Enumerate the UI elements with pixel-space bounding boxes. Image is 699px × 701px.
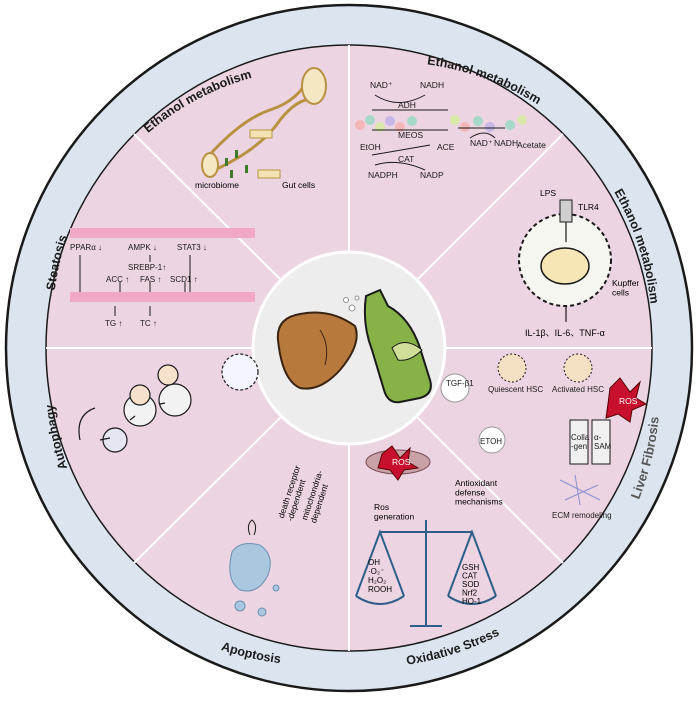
oxidative-ros: ROS bbox=[392, 457, 411, 467]
metabolite-nadh: NADH bbox=[420, 80, 444, 90]
apoptosis-illustration bbox=[229, 519, 280, 617]
steatosis-tg: TG ↑ bbox=[105, 319, 122, 328]
oxidative-illustration bbox=[355, 445, 497, 627]
oxidative-left-pan-item: H₂O₂ bbox=[368, 576, 386, 585]
gut-cells-label: Gut cells bbox=[282, 180, 315, 190]
enzyme-adh: ADH bbox=[398, 100, 416, 110]
fibrosis-illustration bbox=[440, 353, 648, 506]
fibrosis-quiescent-hsc: Quiescent HSC bbox=[488, 385, 543, 394]
metabolite-dots bbox=[355, 115, 527, 132]
fibrosis-asma: α-SAM bbox=[594, 433, 612, 451]
oxidative-right-pan-item: HO-1 bbox=[462, 597, 482, 606]
enzyme-cat: CAT bbox=[398, 154, 414, 164]
metabolite-acetate: Acetate bbox=[517, 140, 546, 150]
steatosis-acc: ACC ↑ bbox=[106, 275, 129, 284]
metabolite-nad-plus-2: NAD⁺ bbox=[470, 138, 493, 148]
steatosis-scd1: SCD1 ↑ bbox=[170, 275, 198, 284]
steatosis-ppara: PPARα ↓ bbox=[70, 243, 102, 252]
steatosis-srebp: SREBP-1↑ bbox=[128, 263, 166, 272]
steatosis-tc: TC ↑ bbox=[140, 319, 157, 328]
kupffer-tlr4-label: TLR4 bbox=[578, 202, 599, 212]
fibrosis-tgf: TGF-β1 bbox=[446, 379, 474, 388]
kupffer-lps-label: LPS bbox=[540, 188, 556, 198]
oxidative-right-pan-item: Nrf2 bbox=[462, 589, 478, 598]
steatosis-stat3: STAT3 ↓ bbox=[177, 243, 207, 252]
steatosis-membranes bbox=[70, 228, 255, 316]
steatosis-fas: FAS ↑ bbox=[140, 275, 161, 284]
steatosis-ampk: AMPK ↓ bbox=[128, 243, 157, 252]
bottle-icon bbox=[343, 288, 432, 404]
metabolism-pathway: NAD⁺ NADH ADH MEOS EtOH ACE CAT NADPH NA… bbox=[355, 80, 546, 180]
oxidative-right-pan-item: GSH bbox=[462, 563, 480, 572]
metabolite-nadph: NADPH bbox=[368, 170, 398, 180]
oxidative-left-pan-item: ·O₂⁻ bbox=[368, 567, 384, 576]
metabolite-etoh: EtOH bbox=[360, 142, 381, 152]
sector-dividers bbox=[46, 45, 652, 651]
autophagy-illustration bbox=[78, 353, 259, 453]
oxidative-right-pan-item: SOD bbox=[462, 580, 480, 589]
gut-microbiome-label: microbiome bbox=[195, 180, 239, 190]
metabolite-ace: ACE bbox=[437, 142, 455, 152]
fibrosis-etoh: ETOH bbox=[480, 437, 502, 446]
kupffer-cytokines-label: IL-1β、IL-6、TNF-α bbox=[525, 328, 605, 338]
oxidative-left-pan-item: OH bbox=[368, 558, 380, 567]
metabolite-nad-plus: NAD⁺ bbox=[370, 80, 393, 90]
fibrosis-ros: ROS bbox=[619, 396, 638, 406]
gut-illustration bbox=[201, 67, 327, 179]
kupffer-cell-illustration bbox=[518, 199, 612, 322]
oxidative-right-pan-item: CAT bbox=[462, 572, 478, 581]
oxidative-left-pan-item: ROOH bbox=[368, 585, 392, 594]
metabolite-nadp: NADP bbox=[420, 170, 444, 180]
metabolite-nadh-2: NADH bbox=[494, 138, 518, 148]
fibrosis-collagen: Colla-gen bbox=[571, 433, 590, 451]
liver-icon bbox=[276, 311, 358, 390]
fibrosis-activated-hsc: Activated HSC bbox=[552, 385, 604, 394]
enzyme-meos: MEOS bbox=[398, 130, 423, 140]
fibrosis-ecm: ECM remodeling bbox=[552, 511, 612, 520]
